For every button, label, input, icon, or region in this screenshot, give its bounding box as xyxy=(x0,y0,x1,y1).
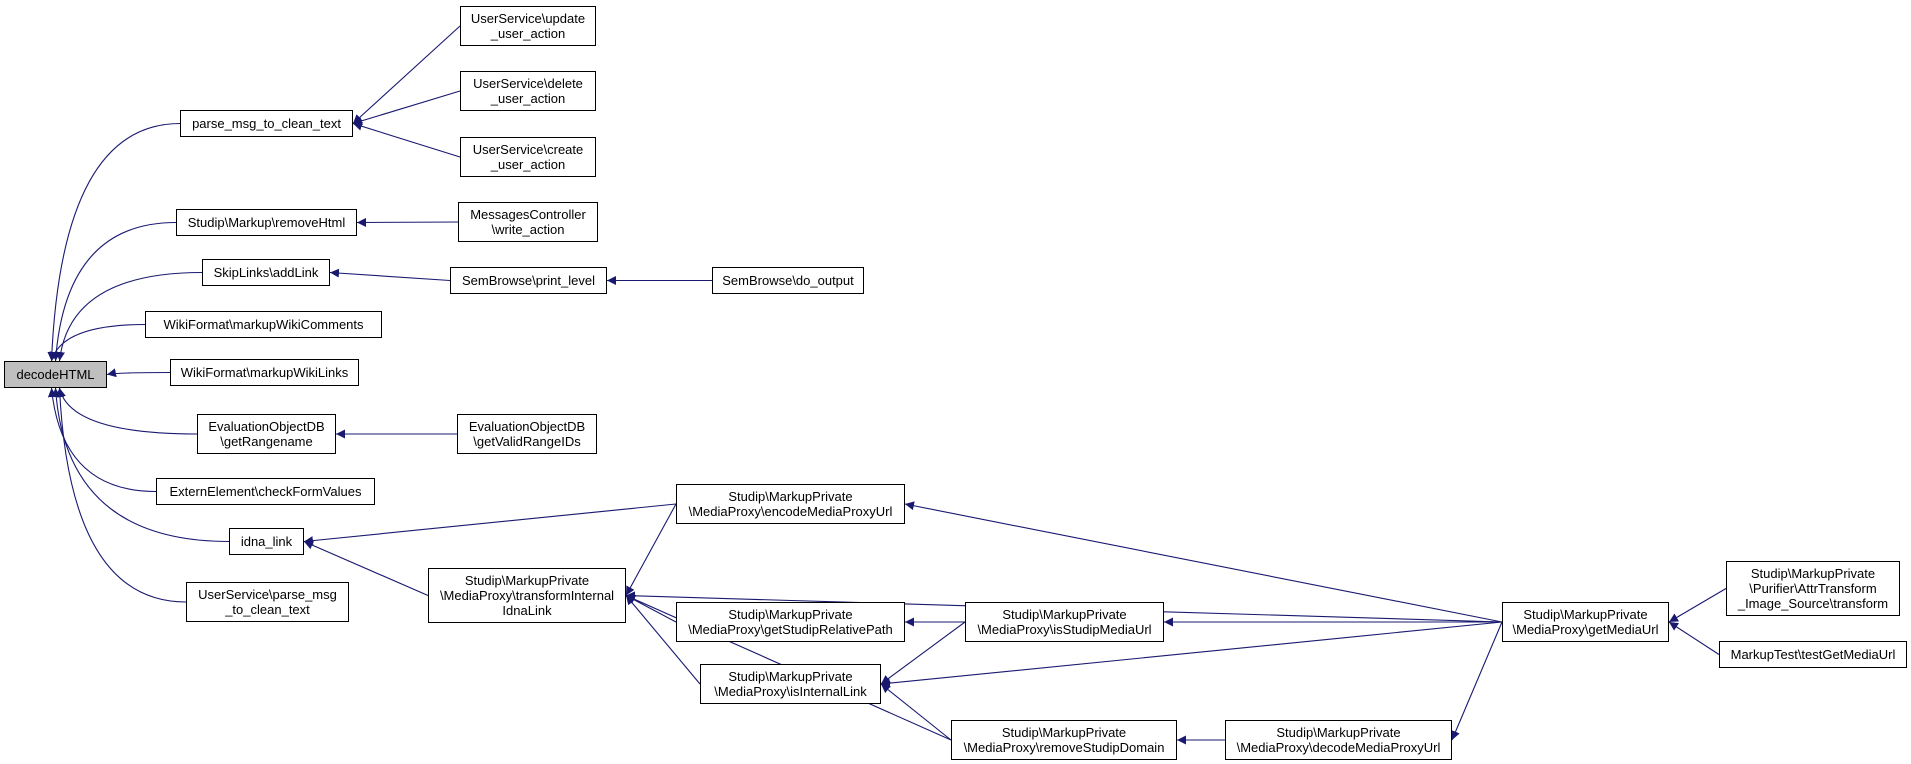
edge-testGetMediaUrl-to-getMediaUrl xyxy=(1668,621,1720,655)
node-isStudipMediaUrl[interactable]: Studip\MarkupPrivate \MediaProxy\isStudi… xyxy=(965,602,1164,642)
node-transformInternalIdnaLink[interactable]: Studip\MarkupPrivate \MediaProxy\transfo… xyxy=(428,568,626,623)
edge-addLink-to-decodeHTML xyxy=(56,271,203,362)
edge-isStudipMediaUrl-to-isInternalLink xyxy=(880,621,966,685)
edge-removeStudipDomain-to-isInternalLink xyxy=(880,683,952,741)
edge-getStudipRelativePath-to-transformInternalIdnaLink xyxy=(625,595,677,623)
node-delete_user[interactable]: UserService\delete _user_action xyxy=(460,71,596,111)
edge-idna_link-to-decodeHTML xyxy=(51,387,230,543)
node-create_user[interactable]: UserService\create _user_action xyxy=(460,137,596,177)
edge-markupWikiLinks-to-decodeHTML xyxy=(106,368,171,378)
edge-transformInternalIdnaLink-to-idna_link xyxy=(303,540,429,597)
node-update_user[interactable]: UserService\update _user_action xyxy=(460,6,596,46)
node-decodeHTML[interactable]: decodeHTML xyxy=(4,361,107,388)
node-encodeMediaProxyUrl[interactable]: Studip\MarkupPrivate \MediaProxy\encodeM… xyxy=(676,484,905,524)
node-us_parse_msg[interactable]: UserService\parse_msg _to_clean_text xyxy=(186,582,349,622)
edge-getRangename-to-decodeHTML xyxy=(57,387,198,435)
edge-checkFormValues-to-decodeHTML xyxy=(47,387,157,493)
node-markupWikiComments[interactable]: WikiFormat\markupWikiComments xyxy=(145,311,382,338)
node-testGetMediaUrl[interactable]: MarkupTest\testGetMediaUrl xyxy=(1719,641,1907,668)
edge-getMediaUrl-to-decodeMediaProxyUrl xyxy=(1451,621,1503,741)
edge-us_parse_msg-to-decodeHTML xyxy=(55,387,187,603)
node-removeHtml[interactable]: Studip\Markup\removeHtml xyxy=(176,209,357,236)
edge-encodeMediaProxyUrl-to-transformInternalIdnaLink xyxy=(625,503,677,596)
node-removeStudipDomain[interactable]: Studip\MarkupPrivate \MediaProxy\removeS… xyxy=(951,720,1177,760)
edge-print_level-to-addLink xyxy=(329,268,451,282)
node-isInternalLink[interactable]: Studip\MarkupPrivate \MediaProxy\isInter… xyxy=(700,664,881,704)
node-checkFormValues[interactable]: ExternElement\checkFormValues xyxy=(156,478,375,505)
edge-getMediaUrl-to-isInternalLink xyxy=(880,621,1503,688)
node-getRangename[interactable]: EvaluationObjectDB \getRangename xyxy=(197,414,336,454)
node-getValidRangeIDs[interactable]: EvaluationObjectDB \getValidRangeIDs xyxy=(457,414,597,454)
edge-purifierTransform-to-getMediaUrl xyxy=(1668,588,1727,623)
edge-getMediaUrl-to-encodeMediaProxyUrl xyxy=(904,501,1503,623)
node-getMediaUrl[interactable]: Studip\MarkupPrivate \MediaProxy\getMedi… xyxy=(1502,602,1669,642)
node-parse_msg[interactable]: parse_msg_to_clean_text xyxy=(180,110,353,137)
node-markupWikiLinks[interactable]: WikiFormat\markupWikiLinks xyxy=(170,359,359,386)
edge-create_user-to-parse_msg xyxy=(352,121,461,158)
node-do_output[interactable]: SemBrowse\do_output xyxy=(712,267,864,294)
node-idna_link[interactable]: idna_link xyxy=(229,528,304,555)
edge-encodeMediaProxyUrl-to-idna_link xyxy=(303,503,677,546)
node-addLink[interactable]: SkipLinks\addLink xyxy=(202,259,330,286)
edge-write_action-to-removeHtml xyxy=(356,217,459,227)
node-getStudipRelativePath[interactable]: Studip\MarkupPrivate \MediaProxy\getStud… xyxy=(676,602,905,642)
node-decodeMediaProxyUrl[interactable]: Studip\MarkupPrivate \MediaProxy\decodeM… xyxy=(1225,720,1452,760)
edge-update_user-to-parse_msg xyxy=(352,25,461,124)
edge-delete_user-to-parse_msg xyxy=(352,90,461,126)
edge-markupWikiComments-to-decodeHTML xyxy=(49,323,146,362)
edge-removeHtml-to-decodeHTML xyxy=(51,221,177,362)
node-print_level[interactable]: SemBrowse\print_level xyxy=(450,267,607,294)
edge-parse_msg-to-decodeHTML xyxy=(47,122,181,362)
node-purifierTransform[interactable]: Studip\MarkupPrivate \Purifier\AttrTrans… xyxy=(1726,561,1900,616)
edge-isInternalLink-to-transformInternalIdnaLink xyxy=(625,595,701,685)
node-write_action[interactable]: MessagesController \write_action xyxy=(458,202,598,242)
